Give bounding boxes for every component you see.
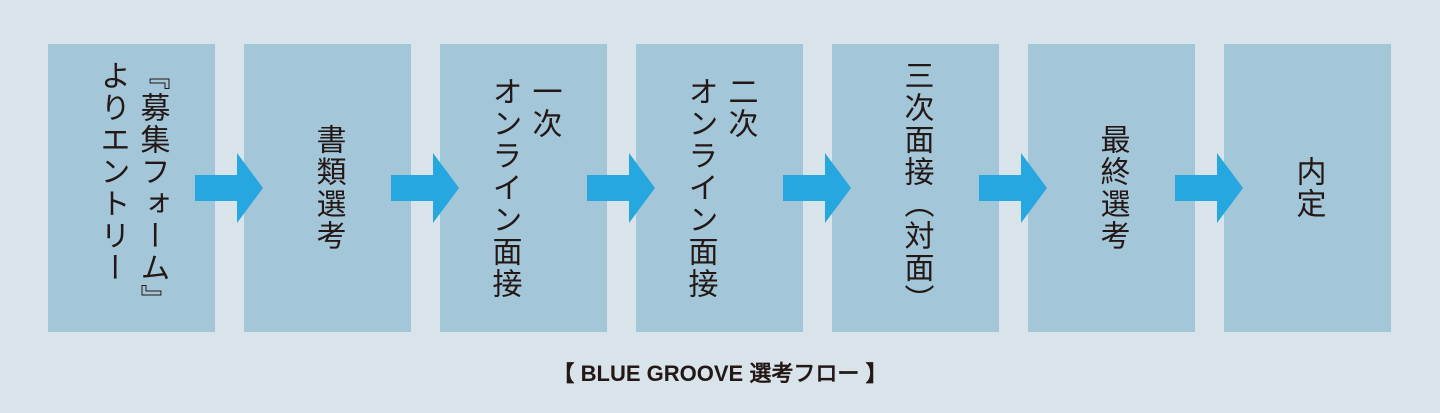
step-label-line: 書類選考 <box>310 124 346 252</box>
step-entry: 『募集フォーム』 よりエントリー <box>48 44 215 332</box>
step-third-interview: 三次面接（対面） <box>832 44 999 332</box>
arrow-right-icon <box>1175 153 1245 223</box>
arrow-right-icon <box>979 153 1049 223</box>
step-label: 一次 オンライン面接 <box>484 76 564 300</box>
step-first-interview: 一次 オンライン面接 <box>440 44 607 332</box>
step-label: 『募集フォーム』 よりエントリー <box>92 60 172 316</box>
step-label-line: 最終選考 <box>1094 124 1130 252</box>
step-label: 書類選考 <box>308 124 348 252</box>
step-document-screening: 書類選考 <box>244 44 411 332</box>
step-label-line: オンライン面接 <box>486 76 522 300</box>
step-label: 内定 <box>1288 156 1328 220</box>
step-label-line: 三次面接（対面） <box>898 60 934 316</box>
arrow-right-icon <box>783 153 853 223</box>
step-label-line: オンライン面接 <box>682 76 718 300</box>
step-label: 三次面接（対面） <box>896 60 936 316</box>
step-label: 最終選考 <box>1092 124 1132 252</box>
diagram-caption: 【 BLUE GROOVE 選考フロー 】 <box>552 361 888 386</box>
step-final-selection: 最終選考 <box>1028 44 1195 332</box>
step-label-line: 一次 <box>526 76 562 140</box>
step-label-line: よりエントリー <box>94 60 130 284</box>
step-label-line: 内定 <box>1290 156 1326 220</box>
arrow-right-icon <box>391 153 461 223</box>
step-label-line: 『募集フォーム』 <box>134 60 170 316</box>
step-label-line: 二次 <box>722 76 758 140</box>
arrow-right-icon <box>195 153 265 223</box>
step-offer: 内定 <box>1224 44 1391 332</box>
step-label: 二次 オンライン面接 <box>680 76 760 300</box>
arrow-right-icon <box>587 153 657 223</box>
step-second-interview: 二次 オンライン面接 <box>636 44 803 332</box>
